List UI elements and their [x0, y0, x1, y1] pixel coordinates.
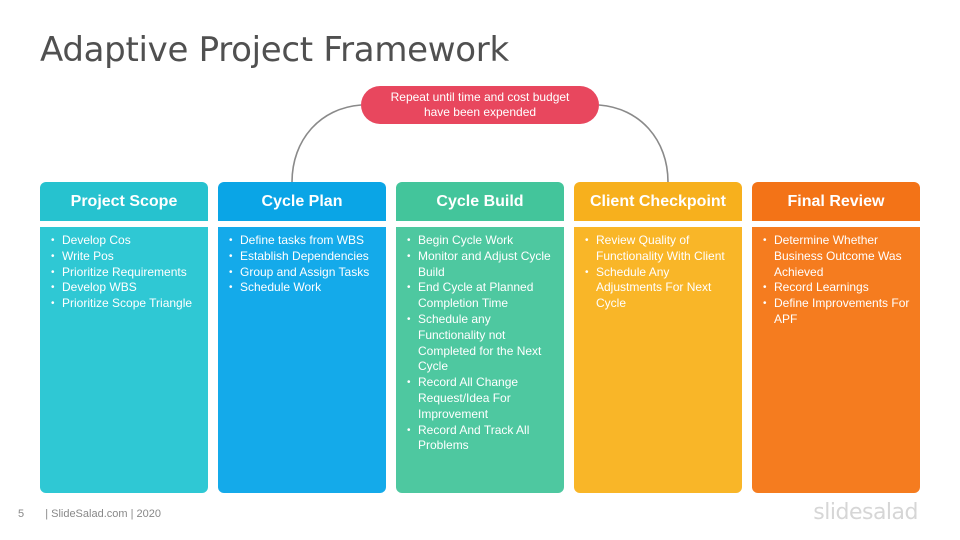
list-item: Write Pos [50, 249, 200, 265]
repeat-loop-line-2: have been expended [423, 105, 537, 119]
column-header: Cycle Plan [218, 182, 386, 221]
list-item: Review Quality of Functionality With Cli… [584, 233, 734, 265]
column-header: Client Checkpoint [574, 182, 742, 221]
column-cycle-build: Cycle Build Begin Cycle WorkMonitor and … [396, 182, 564, 493]
page-number: 5 [18, 508, 25, 520]
column-cycle-plan: Cycle Plan Define tasks from WBSEstablis… [218, 182, 386, 493]
loop-arc-left [291, 104, 362, 183]
list-item: Schedule Work [228, 280, 378, 296]
column-list: Define tasks from WBSEstablish Dependenc… [228, 233, 378, 296]
brand-logo: slidesalad [813, 500, 918, 525]
column-body: Develop CosWrite PosPrioritize Requireme… [40, 227, 208, 493]
list-item: Group and Assign Tasks [228, 265, 378, 281]
list-item: Define Improvements For APF [762, 296, 912, 328]
column-list: Review Quality of Functionality With Cli… [584, 233, 734, 312]
column-list: Develop CosWrite PosPrioritize Requireme… [50, 233, 200, 312]
list-item: Prioritize Requirements [50, 265, 200, 281]
column-header: Final Review [752, 182, 920, 221]
column-list: Determine Whether Business Outcome Was A… [762, 233, 912, 328]
list-item: Schedule any Functionality not Completed… [406, 312, 556, 375]
column-header: Cycle Build [396, 182, 564, 221]
list-item: Schedule Any Adjustments For Next Cycle [584, 265, 734, 312]
list-item: Monitor and Adjust Cycle Build [406, 249, 556, 281]
column-project-scope: Project Scope Develop CosWrite PosPriori… [40, 182, 208, 493]
repeat-loop-line-1: Repeat until time and cost budget [390, 90, 570, 104]
loop-arc-right [598, 104, 669, 183]
list-item: Record And Track All Problems [406, 423, 556, 455]
repeat-loop-label: Repeat until time and cost budget have b… [361, 86, 599, 124]
column-client-checkpoint: Client Checkpoint Review Quality of Func… [574, 182, 742, 493]
column-header: Project Scope [40, 182, 208, 221]
list-item: Establish Dependencies [228, 249, 378, 265]
column-final-review: Final Review Determine Whether Business … [752, 182, 920, 493]
list-item: Begin Cycle Work [406, 233, 556, 249]
list-item: Determine Whether Business Outcome Was A… [762, 233, 912, 280]
column-body: Begin Cycle WorkMonitor and Adjust Cycle… [396, 227, 564, 493]
list-item: End Cycle at Planned Completion Time [406, 280, 556, 312]
list-item: Record All Change Request/Idea For Impro… [406, 375, 556, 422]
column-body: Define tasks from WBSEstablish Dependenc… [218, 227, 386, 493]
footer-credit: | SlideSalad.com | 2020 [45, 508, 161, 520]
slide-title: Adaptive Project Framework [40, 30, 509, 70]
column-body: Review Quality of Functionality With Cli… [574, 227, 742, 493]
column-list: Begin Cycle WorkMonitor and Adjust Cycle… [406, 233, 556, 454]
list-item: Develop WBS [50, 280, 200, 296]
list-item: Record Learnings [762, 280, 912, 296]
list-item: Prioritize Scope Triangle [50, 296, 200, 312]
column-body: Determine Whether Business Outcome Was A… [752, 227, 920, 493]
slide-footer: 5 | SlideSalad.com | 2020 [18, 508, 161, 520]
list-item: Define tasks from WBS [228, 233, 378, 249]
list-item: Develop Cos [50, 233, 200, 249]
